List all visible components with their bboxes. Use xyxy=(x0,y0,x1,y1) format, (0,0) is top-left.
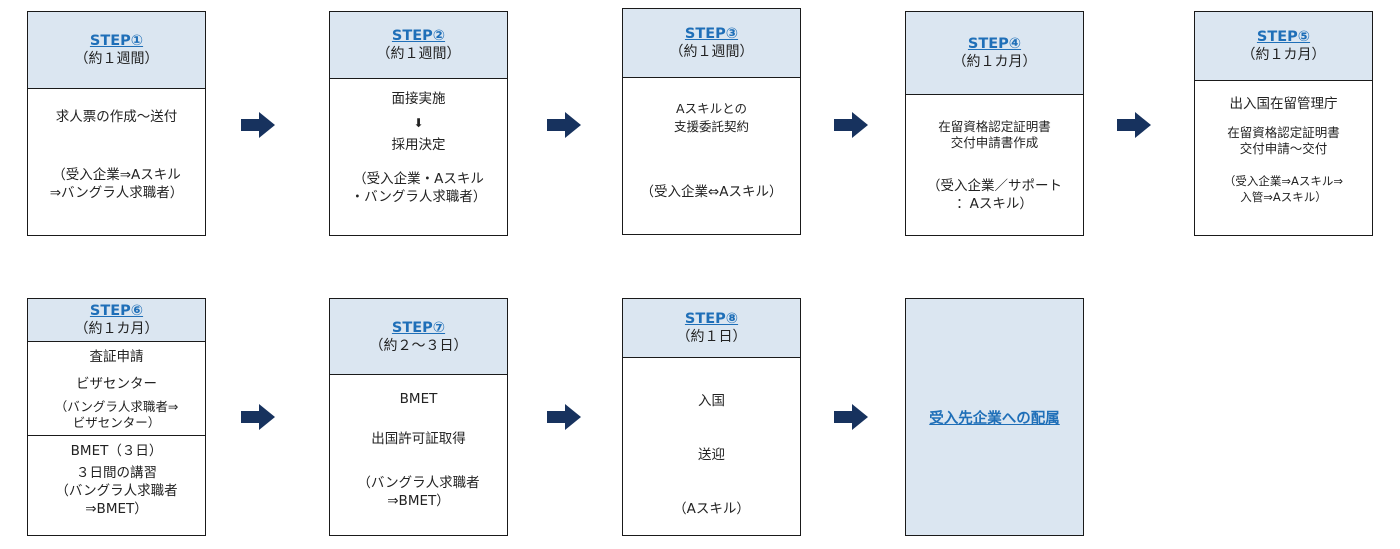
step-text: ビザセンター xyxy=(76,376,157,392)
step-text: （受入企業⇒Aスキル xyxy=(52,167,181,183)
step-text: ⇒バングラ人求職者） xyxy=(49,185,184,201)
step-body-5: 出入国在留管理庁 在留資格認定証明書 交付申請～交付 （受入企業⇒Aスキル⇒ 入… xyxy=(1195,81,1372,235)
right-arrow-icon xyxy=(834,404,868,430)
step-text: 送迎 xyxy=(698,447,725,463)
right-arrow-icon xyxy=(241,404,275,430)
step-text: （バングラ人求職者⇒ xyxy=(54,399,179,414)
step-text: ⇒BMET） xyxy=(387,493,450,509)
step-text: ビザセンター） xyxy=(72,415,161,430)
step-text: （Aスキル） xyxy=(673,501,750,517)
step-label-7[interactable]: STEP⑦ xyxy=(391,319,446,336)
step-text: （バングラ人求職者 xyxy=(357,475,480,491)
step-body-8: 入国 送迎 （Aスキル） xyxy=(623,358,800,535)
step-duration-6: （約１カ月） xyxy=(74,321,159,337)
step-header-1: STEP① （約１週間） xyxy=(28,12,205,89)
step-label-6[interactable]: STEP⑥ xyxy=(89,303,144,319)
step-body-1: 求人票の作成～送付 （受入企業⇒Aスキル ⇒バングラ人求職者） xyxy=(28,89,205,235)
step-text: 交付申請書作成 xyxy=(950,135,1039,150)
step-text: 求人票の作成～送付 xyxy=(55,109,178,125)
step-text: BMET xyxy=(399,391,438,407)
step-duration-2: （約１週間） xyxy=(376,46,461,62)
step-label-2[interactable]: STEP② xyxy=(391,28,446,44)
step-text: BMET（３日） xyxy=(70,443,163,459)
step-text: 交付申請～交付 xyxy=(1239,141,1328,156)
right-arrow-icon xyxy=(241,112,275,138)
step-text: 在留資格認定証明書 xyxy=(1227,125,1340,140)
step-header-7: STEP⑦ （約２～３日） xyxy=(330,299,507,375)
step-header-2: STEP② （約１週間） xyxy=(330,12,507,79)
step-text: 在留資格認定証明書 xyxy=(938,119,1051,134)
step-text: （受入企業⇒Aスキル⇒ xyxy=(1223,174,1344,188)
step-text: ：Aスキル） xyxy=(956,196,1033,212)
final-box: 受入先企業への配属 xyxy=(905,298,1084,536)
step-text: （受入企業⇔Aスキル） xyxy=(640,184,783,200)
step-text: 出国許可証取得 xyxy=(371,431,466,447)
step-text: ・バングラ人求職者） xyxy=(350,189,487,205)
step-text: 入国 xyxy=(698,393,725,409)
step-label-1[interactable]: STEP① xyxy=(89,33,144,49)
right-arrow-icon xyxy=(1117,112,1151,138)
step-header-3: STEP③ （約１週間） xyxy=(623,9,800,78)
step-card-4: STEP④ （約１カ月） 在留資格認定証明書 交付申請書作成 （受入企業／サポー… xyxy=(905,11,1084,236)
step-text: 支援委託契約 xyxy=(673,119,749,134)
step-card-3: STEP③ （約１週間） Aスキルとの 支援委託契約 （受入企業⇔Aスキル） xyxy=(622,8,801,235)
step-text: 出入国在留管理庁 xyxy=(1229,96,1338,112)
step-text: （受入企業／サポート xyxy=(927,178,1062,194)
step-body-7: BMET 出国許可証取得 （バングラ人求職者 ⇒BMET） xyxy=(330,375,507,535)
step-header-6: STEP⑥ （約１カ月） xyxy=(28,299,205,342)
final-label[interactable]: 受入先企業への配属 xyxy=(929,410,1060,427)
step-text: （受入企業・Aスキル xyxy=(353,171,484,187)
step-label-5[interactable]: STEP⑤ xyxy=(1256,29,1311,45)
step-card-1: STEP① （約１週間） 求人票の作成～送付 （受入企業⇒Aスキル ⇒バングラ人… xyxy=(27,11,206,236)
down-arrow-icon: ⬇ xyxy=(413,116,424,130)
step-card-8: STEP⑧ （約１日） 入国 送迎 （Aスキル） xyxy=(622,298,801,536)
step-header-4: STEP④ （約１カ月） xyxy=(906,12,1083,95)
step-card-6: STEP⑥ （約１カ月） 査証申請 ビザセンター （バングラ人求職者⇒ ビザセン… xyxy=(27,298,206,536)
step-text: 面接実施 xyxy=(391,91,446,107)
step-text: 査証申請 xyxy=(89,349,144,365)
step-body-2: 面接実施 ⬇ 採用決定 （受入企業・Aスキル ・バングラ人求職者） xyxy=(330,79,507,235)
step-text: Aスキルとの xyxy=(676,101,747,116)
step-card-5: STEP⑤ （約１カ月） 出入国在留管理庁 在留資格認定証明書 交付申請～交付 … xyxy=(1194,11,1373,236)
step-duration-3: （約１週間） xyxy=(669,44,754,60)
step-body-4: 在留資格認定証明書 交付申請書作成 （受入企業／サポート ：Aスキル） xyxy=(906,95,1083,235)
step-card-2: STEP② （約１週間） 面接実施 ⬇ 採用決定 （受入企業・Aスキル ・バング… xyxy=(329,11,508,236)
step-body-6b: BMET（３日） ３日間の講習 （バングラ人求職者 ⇒BMET） xyxy=(28,435,205,535)
step-duration-4: （約１カ月） xyxy=(952,54,1037,70)
step-card-7: STEP⑦ （約２～３日） BMET 出国許可証取得 （バングラ人求職者 ⇒BM… xyxy=(329,298,508,536)
step-header-5: STEP⑤ （約１カ月） xyxy=(1195,12,1372,81)
step-text: 採用決定 xyxy=(391,137,446,153)
right-arrow-icon xyxy=(834,112,868,138)
step-duration-1: （約１週間） xyxy=(74,51,159,67)
step-text: （バングラ人求職者 xyxy=(55,483,178,499)
step-label-4[interactable]: STEP④ xyxy=(967,36,1022,52)
right-arrow-icon xyxy=(547,112,581,138)
step-body-3: Aスキルとの 支援委託契約 （受入企業⇔Aスキル） xyxy=(623,78,800,234)
step-duration-8: （約１日） xyxy=(676,329,747,345)
step-text: ３日間の講習 xyxy=(76,465,157,481)
step-duration-5: （約１カ月） xyxy=(1241,47,1326,63)
step-label-3[interactable]: STEP③ xyxy=(684,26,739,42)
right-arrow-icon xyxy=(547,404,581,430)
step-duration-7: （約２～３日） xyxy=(369,337,468,354)
step-text: ⇒BMET） xyxy=(85,501,148,517)
step-body-6a: 査証申請 ビザセンター （バングラ人求職者⇒ ビザセンター） xyxy=(28,342,205,435)
step-header-8: STEP⑧ （約１日） xyxy=(623,299,800,358)
step-text: 入管⇒Aスキル） xyxy=(1240,190,1327,204)
step-label-8[interactable]: STEP⑧ xyxy=(684,311,739,327)
